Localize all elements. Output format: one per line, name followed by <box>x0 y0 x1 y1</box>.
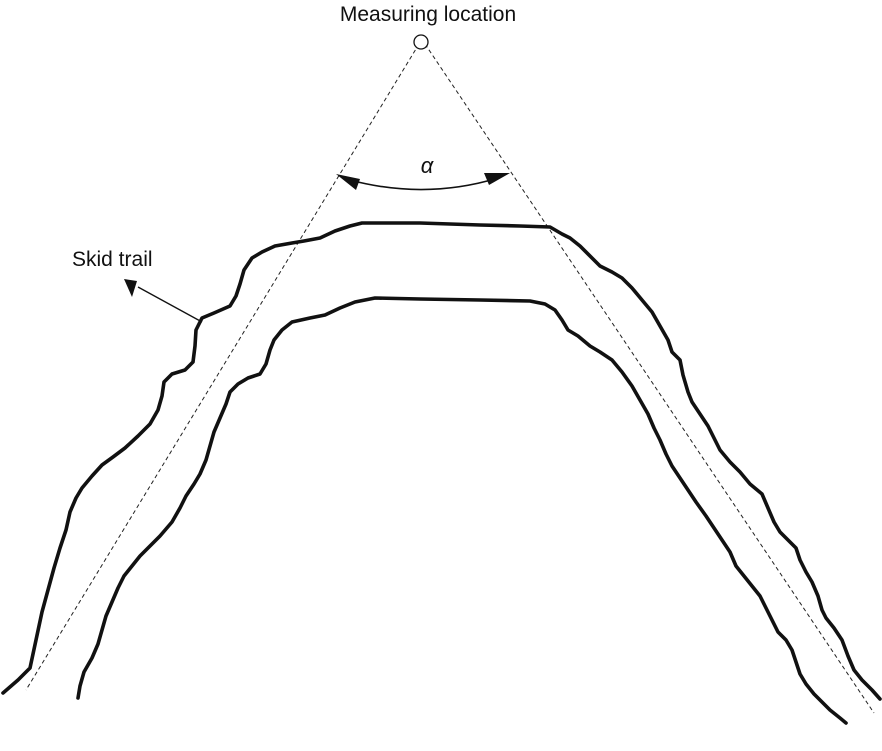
measuring-location-label: Measuring location <box>340 3 516 26</box>
angle-arc-left-arrowhead <box>336 174 360 190</box>
left-sight-line <box>25 43 420 691</box>
angle-arc <box>349 177 499 191</box>
angle-alpha-label: α <box>421 153 435 178</box>
skid-trail-leader-arrowhead <box>124 279 137 297</box>
right-sight-line <box>424 43 875 714</box>
skid-trail-outer-edge <box>1 221 882 701</box>
skid-trail-leader-line <box>137 286 203 323</box>
skid-trail-label: Skid trail <box>72 248 153 271</box>
measuring-location-marker <box>413 34 429 50</box>
skid-trail-inner-edge <box>76 296 848 725</box>
angle-arc-right-arrowhead <box>484 173 510 185</box>
